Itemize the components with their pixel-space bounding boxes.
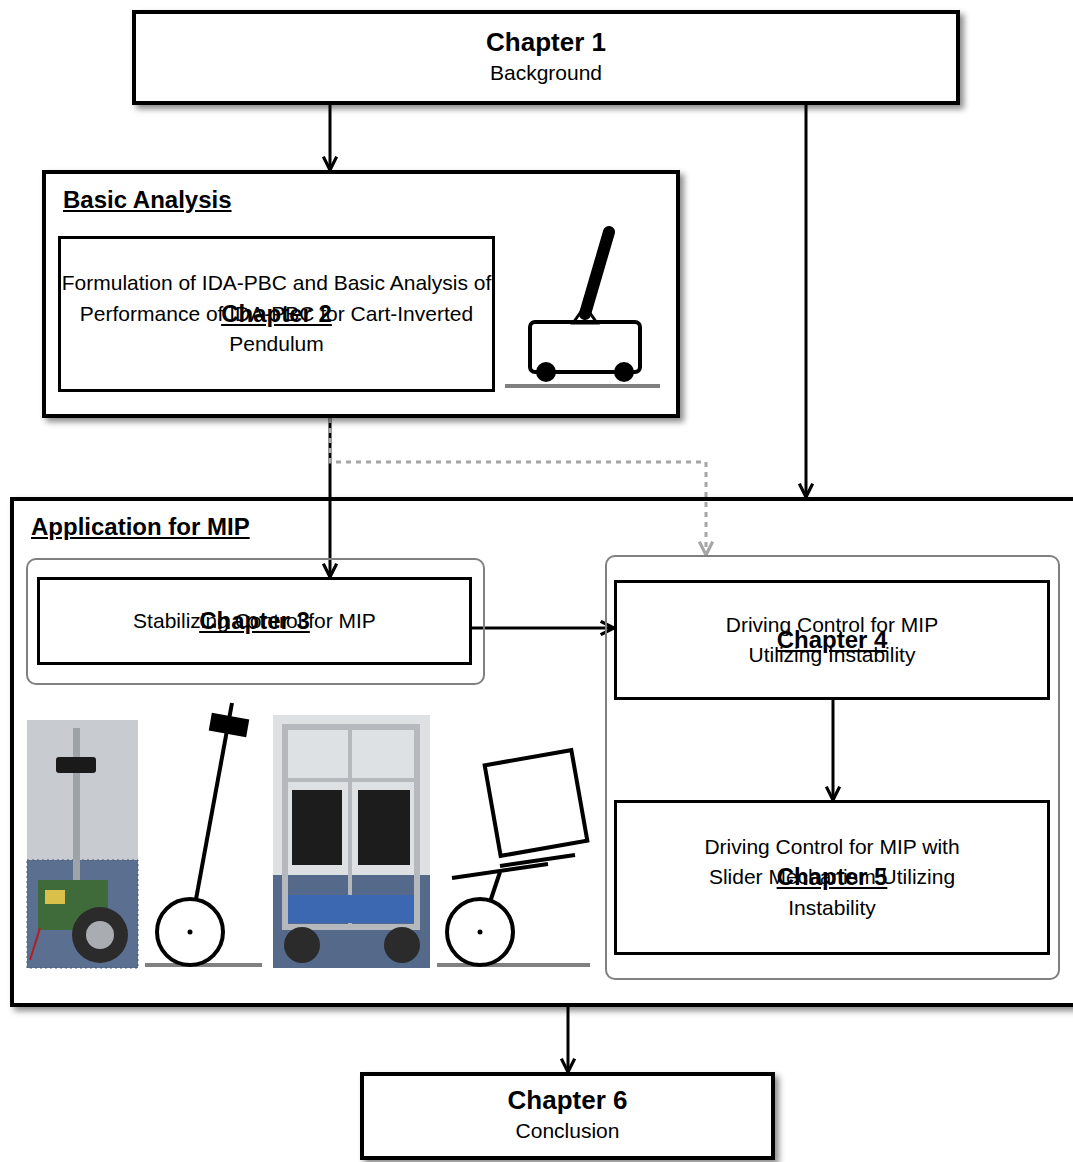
mip-drawing [145,703,262,965]
section-box: Chapter 3Stabilizing Control for MIP Chap… [10,497,1073,1007]
connector-arrow [805,105,808,497]
chapter-content: Chapter 4Driving Control for MIP Utilizi… [617,583,1047,697]
robot-wheel [284,927,320,963]
chapter-number: Chapter 1 [486,27,606,58]
connector-arrow [330,418,706,555]
cart-wheel [536,362,556,382]
robot-wheel [384,927,420,963]
robot-hub [86,921,114,949]
axle [478,930,483,935]
connector-arrow [567,1007,570,1072]
ground-line [437,963,590,967]
chapter-box: Chapter 4Driving Control for MIP Utilizi… [614,580,1050,700]
photo-wall [27,720,138,860]
wheel [447,899,513,965]
wheel [157,899,223,965]
robot-wire [30,928,40,960]
connector-arrow [329,105,332,170]
robot-part [45,890,65,904]
chapter-title: Conclusion [516,1116,620,1146]
slider-plate [500,855,575,866]
frame [285,727,417,927]
driver-board [358,790,410,865]
photo-carpet-texture [27,860,138,968]
chapter-box: Chapter 3Stabilizing Control for MIP [37,577,472,665]
slider-robot-photo [273,715,430,968]
chapter-box: Chapter 6Conclusion [360,1072,775,1160]
cart-wheel [614,362,634,382]
chapter-title: Driving Control for MIP with Slider Mech… [702,832,962,923]
cart-pendulum-icon [505,232,660,386]
pendulum-mass [209,713,250,737]
chapter-title: Background [490,58,602,88]
chapter-box: Chapter 5Driving Control for MIP with Sl… [614,800,1050,955]
chapter-content: Chapter 6Conclusion [364,1076,771,1156]
robot-mass [56,757,96,773]
group-box: Chapter 4Driving Control for MIP Utilizi… [605,555,1060,980]
chapter-content: Chapter 3Stabilizing Control for MIP [40,580,469,662]
driver-board [292,790,342,865]
chapter-box: Chapter 1Background [132,10,960,105]
slider-body [485,750,588,856]
chapter-title: Formulation of IDA-PBC and Basic Analysi… [61,268,492,359]
chapter-title: Stabilizing Control for MIP [133,606,376,636]
chapter-number: Chapter 6 [508,1085,628,1116]
connector-arrow [472,627,614,630]
photo-carpet [27,860,138,968]
robot-wheel [72,907,128,963]
chapter-title: Driving Control for MIP Utilizing Instab… [702,610,962,671]
axle [188,930,193,935]
frame-bar [285,778,417,782]
section-heading: Application for MIP [31,513,250,541]
chapter-content: Chapter 1Background [136,14,956,101]
section-heading: Basic Analysis [63,186,232,214]
chapter-box: Chapter 2Formulation of IDA-PBC and Basi… [58,236,495,392]
group-box: Chapter 3Stabilizing Control for MIP [26,558,485,685]
pendulum-rod [585,232,609,314]
slider-mip-drawing [437,750,590,965]
connector-arrow [832,700,835,800]
section-box: Chapter 2Formulation of IDA-PBC and Basi… [42,170,680,418]
base-parts [288,895,414,923]
chapter-content: Chapter 5Driving Control for MIP with Sl… [617,803,1047,952]
slider-rail [452,864,548,878]
ground-line [505,384,660,388]
robot-pole [73,728,80,888]
chapter-content: Chapter 2Formulation of IDA-PBC and Basi… [61,239,492,389]
robot-photo [27,720,138,968]
